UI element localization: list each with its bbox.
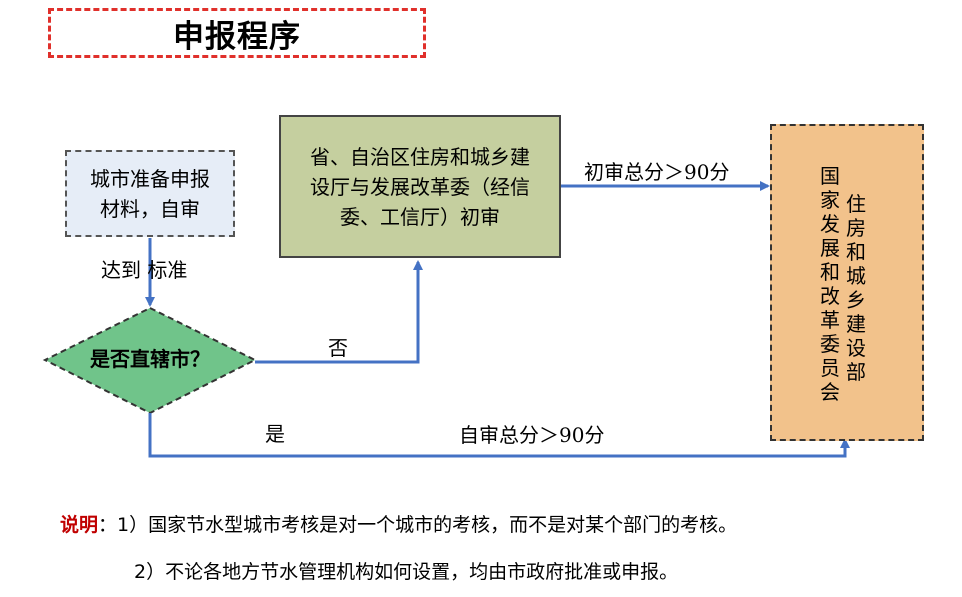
province-box-line: 设厅与发展改革委（经信 bbox=[310, 174, 530, 199]
national-col-ndrc: 国家发展和改革委员会 bbox=[820, 126, 840, 477]
city-self-check-box: 城市准备申报 材料，自审 bbox=[65, 150, 235, 237]
decision-label: 是否直辖市？ bbox=[90, 346, 210, 371]
national-agencies-box: 住房和城乡建设部 国家发展和改革委员会 bbox=[770, 124, 924, 441]
vertical-glyph: 房 bbox=[846, 216, 866, 240]
vertical-glyph: 国 bbox=[820, 164, 840, 188]
vertical-glyph: 发 bbox=[820, 212, 840, 236]
province-review-box: 省、自治区住房和城乡建 设厅与发展改革委（经信 委、工信厅）初审 bbox=[279, 115, 561, 258]
vertical-glyph: 委 bbox=[820, 332, 840, 356]
vertical-glyph: 设 bbox=[846, 336, 866, 360]
vertical-glyph: 和 bbox=[846, 240, 866, 264]
province-box-line: 省、自治区住房和城乡建 bbox=[310, 144, 530, 169]
note-item-2: 2）不论各地方节水管理机构如何设置，均由市政府批准或申报。 bbox=[134, 561, 679, 583]
label-yes: 是 bbox=[265, 422, 285, 446]
label-no: 否 bbox=[328, 336, 348, 360]
note-key: 说明 bbox=[60, 514, 99, 536]
vertical-glyph: 展 bbox=[820, 236, 840, 260]
vertical-glyph: 和 bbox=[820, 260, 840, 284]
vertical-glyph: 员 bbox=[820, 356, 840, 380]
label-meets-standard: 达到 标准 bbox=[101, 258, 188, 282]
note-item-1: 1）国家节水型城市考核是对一个城市的考核，而不是对某个部门的考核。 bbox=[117, 514, 738, 536]
vertical-glyph: 建 bbox=[846, 312, 866, 336]
label-initial-score: 初审总分＞90分 bbox=[584, 160, 730, 184]
vertical-glyph: 改 bbox=[820, 284, 840, 308]
title-box: 申报程序 bbox=[48, 8, 426, 58]
city-box-line: 城市准备申报 bbox=[90, 166, 210, 191]
note-line-1: 说明：1）国家节水型城市考核是对一个城市的考核，而不是对某个部门的考核。 bbox=[60, 510, 737, 537]
national-col-ministry: 住房和城乡建设部 bbox=[846, 126, 866, 505]
vertical-glyph: 家 bbox=[820, 188, 840, 212]
vertical-glyph: 会 bbox=[820, 380, 840, 404]
vertical-glyph: 住 bbox=[846, 192, 866, 216]
label-self-score: 自审总分＞90分 bbox=[459, 423, 605, 447]
note-colon: ： bbox=[98, 514, 118, 536]
arrow-yes-to-national bbox=[148, 413, 850, 458]
vertical-glyph: 革 bbox=[820, 308, 840, 332]
note-line-2: 2）不论各地方节水管理机构如何设置，均由市政府批准或申报。 bbox=[134, 557, 678, 584]
vertical-glyph: 乡 bbox=[846, 288, 866, 312]
arrow-no-to-province bbox=[255, 260, 423, 364]
page-title: 申报程序 bbox=[173, 18, 301, 55]
city-box-line: 材料，自审 bbox=[100, 196, 200, 221]
province-box-line: 委、工信厅）初审 bbox=[340, 204, 500, 229]
vertical-glyph: 部 bbox=[846, 360, 866, 384]
vertical-glyph: 城 bbox=[846, 264, 866, 288]
